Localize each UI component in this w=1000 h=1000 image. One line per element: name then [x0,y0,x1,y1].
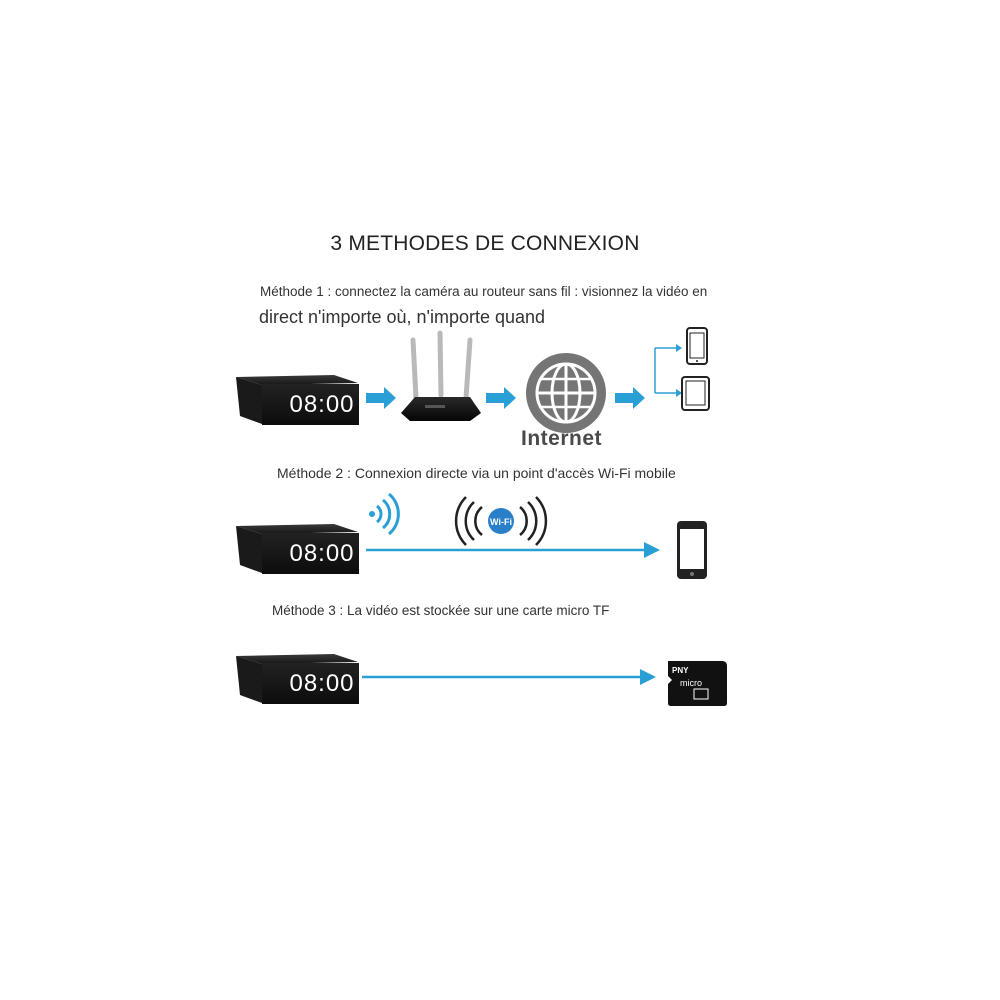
clock-display-3: 08:00 [289,670,354,697]
clock-display-2: 08:00 [289,540,354,567]
wifi-signal-icon [369,492,400,536]
sd-card-brand: PNY [672,666,689,675]
smartphone-icon-2 [677,521,707,579]
arrow-router-to-internet [486,387,516,409]
micro-sd-card-icon: PNY micro [668,661,727,706]
router-icon [401,330,481,421]
arrow-clock-to-router [366,387,396,409]
internet-label: Internet [521,427,603,450]
method-2-description: Méthode 2 : Connexion directe via un poi… [277,465,676,481]
sd-card-label: micro [680,678,702,688]
clock-camera-1: 08:00 [236,375,359,425]
arrow-clock-to-phone [366,542,660,558]
clock-camera-3: 08:00 [236,654,359,704]
clock-camera-2: 08:00 [236,524,359,574]
clock-display-1: 08:00 [289,391,354,418]
smartphone-icon [686,327,708,365]
arrow-clock-to-sdcard [362,669,656,685]
tablet-icon [681,376,710,411]
wifi-badge-icon: Wi-Fi [454,496,548,546]
method-3-description: Méthode 3 : La vidéo est stockée sur une… [272,603,610,618]
wifi-badge-label: Wi-Fi [490,517,512,527]
method-1-description: Méthode 1 : connectez la caméra au route… [260,284,708,299]
globe-icon [526,353,606,433]
page-title: 3 METHODES DE CONNEXION [330,232,640,255]
arrow-internet-to-devices [615,387,645,409]
branch-connector [654,344,682,397]
method-1-description-continued: direct n'importe où, n'importe quand [259,307,546,327]
